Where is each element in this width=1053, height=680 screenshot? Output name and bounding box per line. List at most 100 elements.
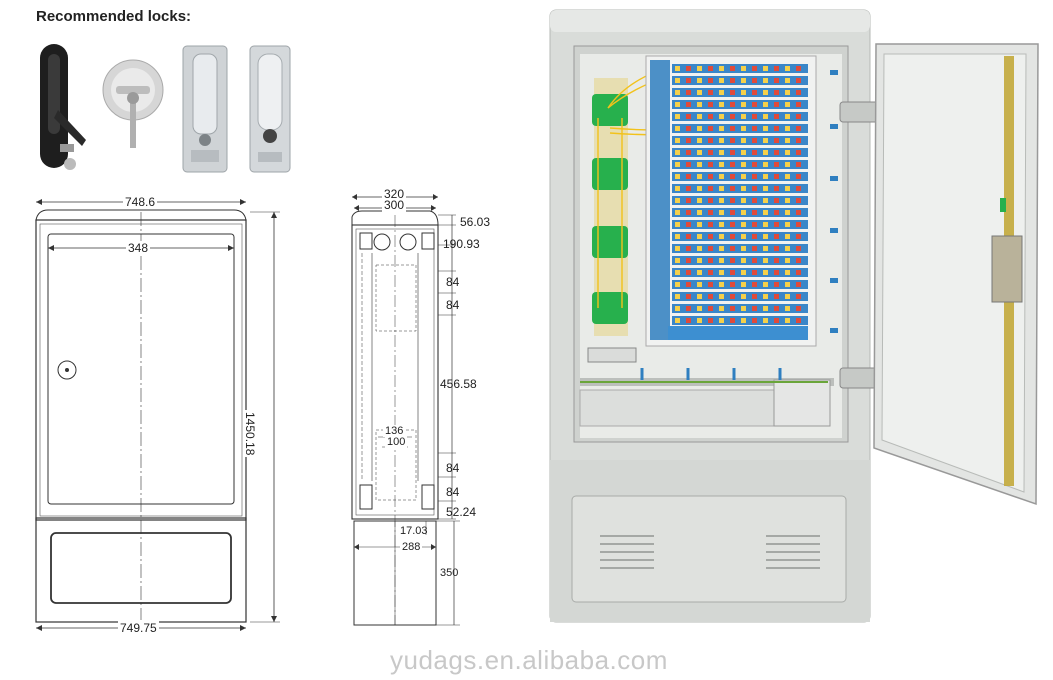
fiber-connector	[741, 294, 746, 299]
fiber-connector	[741, 198, 746, 203]
fiber-connector	[796, 246, 801, 251]
fiber-connector	[752, 138, 757, 143]
fiber-connector	[796, 78, 801, 83]
fiber-connector	[752, 150, 757, 155]
fiber-connector	[730, 90, 735, 95]
fiber-connector	[785, 90, 790, 95]
fiber-connector	[719, 282, 724, 287]
fiber-connector	[719, 294, 724, 299]
dim-width-bottom: 749.75	[118, 621, 159, 635]
fiber-connector	[697, 150, 702, 155]
dim-inner-b: 100	[385, 436, 408, 448]
fiber-connector	[719, 150, 724, 155]
splice-trays	[592, 94, 628, 324]
dim-bottom-offset: 52.24	[446, 505, 477, 519]
adapter-row	[672, 208, 808, 217]
fiber-connector	[708, 222, 713, 227]
dim-middle: 456.58	[440, 377, 477, 391]
fiber-connector	[763, 198, 768, 203]
fiber-connector	[763, 90, 768, 95]
fiber-connector	[719, 210, 724, 215]
fiber-connector	[741, 78, 746, 83]
fiber-connector	[785, 198, 790, 203]
fiber-connector	[708, 270, 713, 275]
adapter-row	[672, 196, 808, 205]
fiber-connector	[796, 150, 801, 155]
fiber-connector	[774, 150, 779, 155]
fiber-connector	[763, 246, 768, 251]
fiber-connector	[719, 306, 724, 311]
fiber-connector	[752, 222, 757, 227]
fiber-connector	[785, 222, 790, 227]
fiber-connector	[763, 282, 768, 287]
fiber-connector	[741, 270, 746, 275]
fiber-connector	[686, 258, 691, 263]
fiber-connector	[719, 90, 724, 95]
dim-base-offset: 17.03	[400, 525, 428, 537]
fiber-connector	[752, 114, 757, 119]
fiber-connector	[686, 222, 691, 227]
fiber-connector	[697, 102, 702, 107]
fiber-connector	[686, 270, 691, 275]
fiber-connector	[697, 66, 702, 71]
fiber-connector	[730, 186, 735, 191]
fiber-connector	[697, 114, 702, 119]
fiber-connector	[763, 150, 768, 155]
adapter-row	[672, 220, 808, 229]
fiber-connector	[785, 246, 790, 251]
fiber-connector	[686, 138, 691, 143]
fiber-connector	[697, 90, 702, 95]
fiber-connector	[796, 306, 801, 311]
fiber-connector	[796, 126, 801, 131]
fiber-connector	[730, 138, 735, 143]
fiber-connector	[675, 306, 680, 311]
fiber-connector	[697, 126, 702, 131]
fiber-connector	[675, 150, 680, 155]
fiber-connector	[730, 258, 735, 263]
fiber-connector	[730, 294, 735, 299]
dim-side-width-inner: 300	[382, 198, 407, 212]
fiber-connector	[719, 138, 724, 143]
fiber-connector	[719, 186, 724, 191]
fiber-connector	[719, 258, 724, 263]
fiber-connector	[774, 174, 779, 179]
fiber-connector	[675, 246, 680, 251]
fiber-connector	[675, 318, 680, 323]
fiber-connector	[697, 186, 702, 191]
fiber-connector	[686, 210, 691, 215]
adapter-row	[672, 184, 808, 193]
fiber-connector	[686, 90, 691, 95]
fiber-connector	[697, 78, 702, 83]
fiber-connector	[774, 318, 779, 323]
fiber-connector	[741, 222, 746, 227]
dim-spacing-a: 84	[446, 275, 460, 289]
adapter-row	[672, 172, 808, 181]
fiber-connector	[796, 174, 801, 179]
fiber-connector	[686, 234, 691, 239]
fiber-connector	[708, 282, 713, 287]
fiber-connector	[763, 162, 768, 167]
fiber-connector	[697, 282, 702, 287]
fiber-connector	[686, 126, 691, 131]
fiber-connector	[675, 66, 680, 71]
fiber-connector	[708, 66, 713, 71]
fiber-connector	[752, 270, 757, 275]
fiber-connector	[796, 186, 801, 191]
fiber-connector	[697, 174, 702, 179]
dim-inner-a: 136	[383, 425, 406, 437]
watermark-text: yudags.en.alibaba.com	[390, 645, 668, 675]
adapter-row	[672, 304, 808, 313]
fiber-connector	[719, 222, 724, 227]
fiber-connector	[730, 102, 735, 107]
fiber-connector	[697, 318, 702, 323]
fiber-connector	[763, 78, 768, 83]
fiber-connector	[675, 186, 680, 191]
adapter-row	[672, 232, 808, 241]
fiber-connector	[785, 150, 790, 155]
fiber-connector	[719, 246, 724, 251]
fiber-connector	[774, 294, 779, 299]
fiber-connector	[697, 162, 702, 167]
fiber-connector	[708, 102, 713, 107]
adapter-row	[672, 100, 808, 109]
fiber-connector	[730, 246, 735, 251]
